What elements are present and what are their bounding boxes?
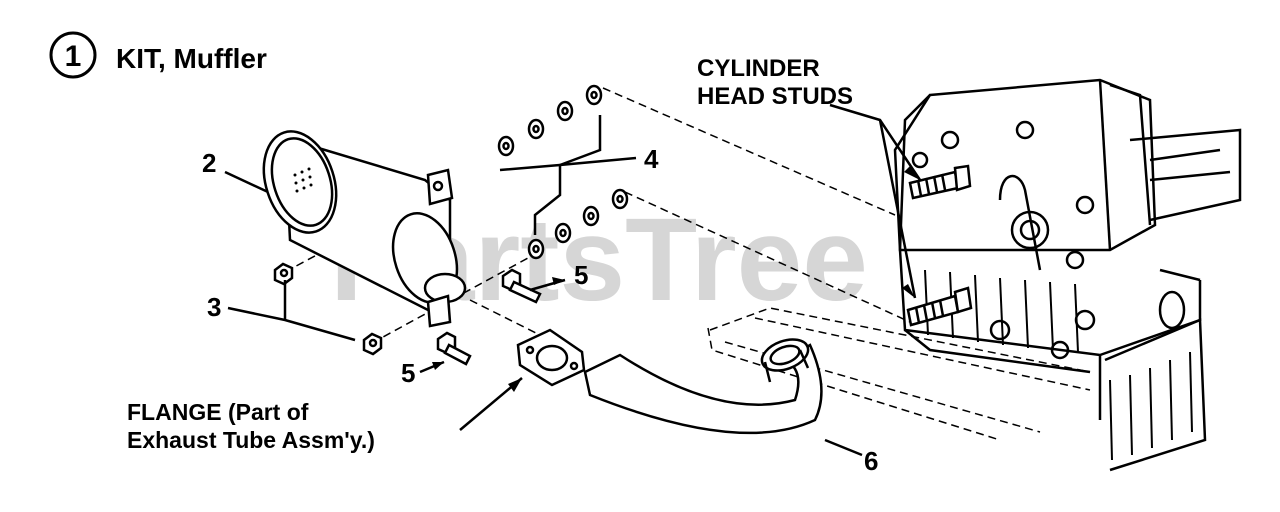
cylinder-head-studs — [906, 164, 973, 327]
index-circle — [49, 31, 97, 79]
muffler-nuts — [273, 262, 383, 356]
part-number-nuts: 3 — [207, 292, 221, 322]
lock-washers — [497, 84, 629, 260]
flange-callout-line1: FLANGE (Part of — [127, 399, 309, 425]
exhaust-flange — [516, 328, 586, 387]
cylinder-callout-line2: HEAD STUDS — [697, 83, 853, 110]
leader-arrowheads — [432, 166, 920, 392]
muffler — [262, 130, 467, 328]
flange-callout-line2: Exhaust Tube Assm'y.) — [127, 427, 375, 453]
kit-title: KIT, Muffler — [116, 43, 267, 74]
index-number: 1 — [65, 40, 82, 73]
part-number-muffler: 2 — [202, 148, 216, 178]
engine-illustration — [893, 78, 1242, 472]
exhaust-tube — [583, 338, 823, 435]
kit-header: 1 KIT, Muffler — [49, 31, 267, 79]
flange-screws — [436, 268, 542, 366]
alignment-lines — [284, 87, 1091, 441]
part-number-screw-lower: 5 — [401, 358, 415, 388]
part-number-lock-washers: 4 — [644, 144, 659, 174]
part-number-exhaust-tube: 6 — [864, 446, 878, 476]
cylinder-callout-line1: CYLINDER — [697, 55, 820, 82]
part-number-screw-upper: 5 — [574, 260, 588, 290]
